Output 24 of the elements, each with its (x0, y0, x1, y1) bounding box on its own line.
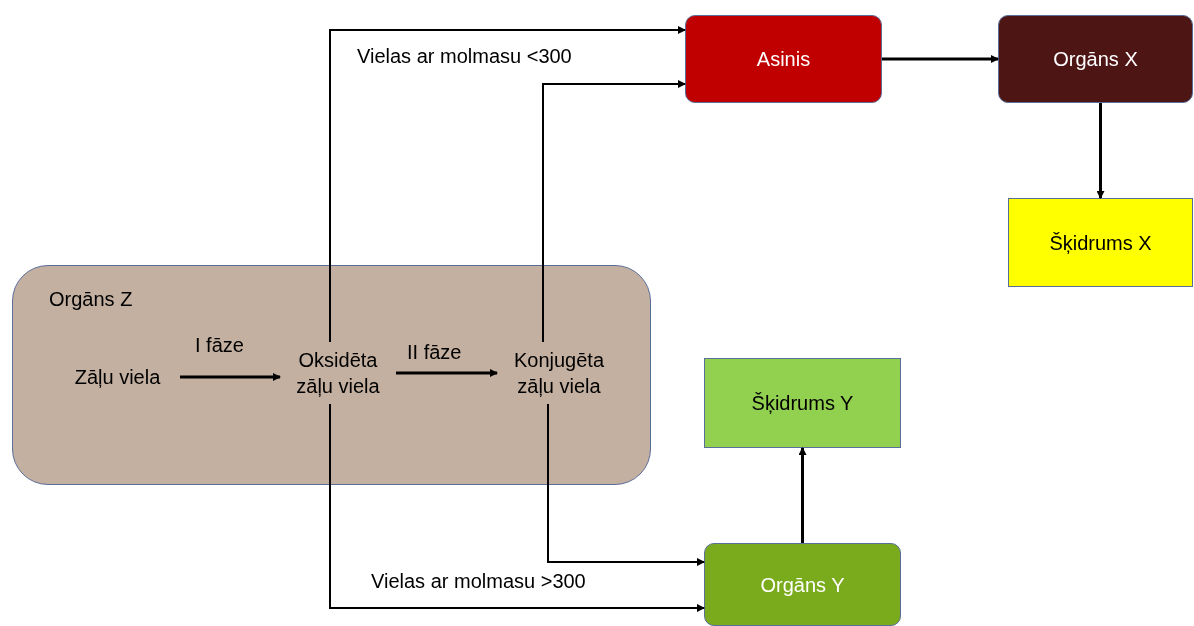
arrow (542, 80, 686, 343)
process-box (704, 358, 901, 448)
node-label: Asinis (756, 47, 811, 72)
node-label: Zāļu viela (74, 365, 161, 390)
arrow (180, 373, 281, 381)
node-label: Orgāns Z (49, 287, 133, 312)
arrow (882, 55, 999, 63)
node-label: Šķidrums X (1049, 230, 1152, 256)
rounded-box (704, 543, 901, 626)
process-box (1008, 198, 1193, 287)
arrow (798, 447, 807, 543)
node-label: Orgāns X (1053, 47, 1138, 72)
arrow (396, 369, 498, 377)
arrow (1096, 103, 1105, 199)
rounded-box (998, 15, 1193, 103)
arrow (329, 26, 686, 343)
arrow (547, 403, 705, 566)
node-label: Konjugēta zāļu viela (512, 348, 606, 399)
rounded-box (685, 15, 882, 103)
arrow (329, 403, 705, 612)
organ-region (12, 265, 651, 485)
node-label: Orgāns Y (760, 572, 845, 598)
node-label: Oksidēta zāļu viela (295, 348, 381, 399)
node-label: Šķidrums Y (751, 391, 854, 416)
